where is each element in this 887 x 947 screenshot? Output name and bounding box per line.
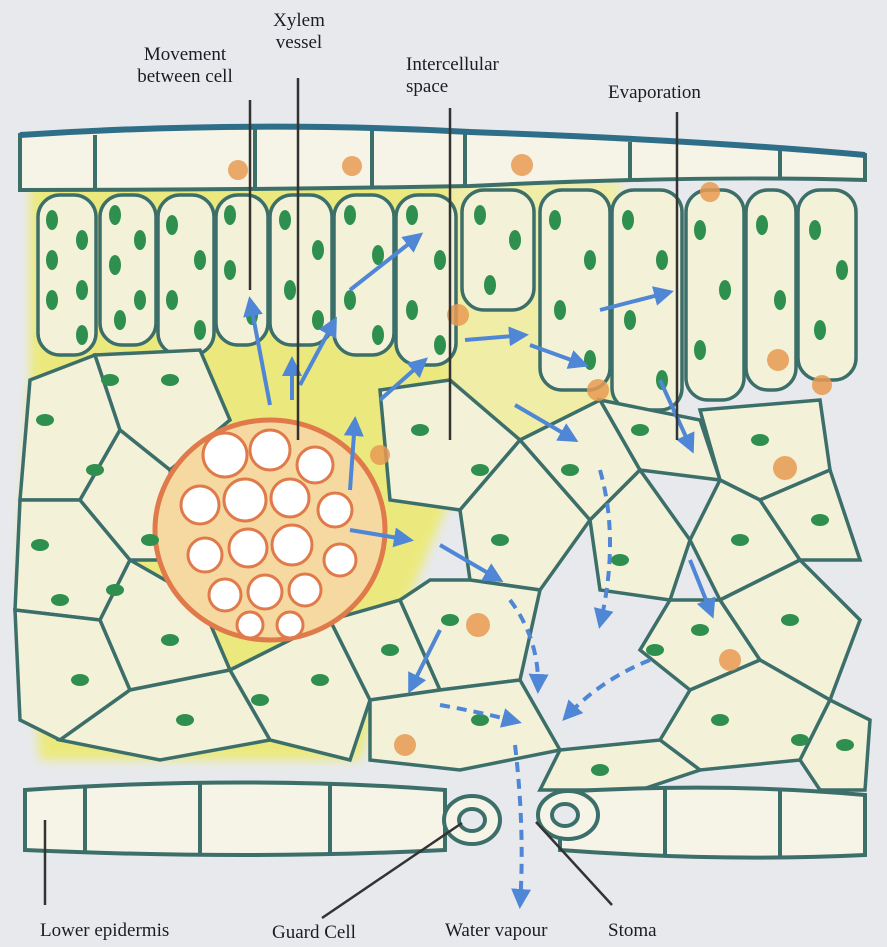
label-xylem-line1: Xylem (258, 10, 340, 32)
label-intercellular-line1: Intercellular (406, 54, 499, 76)
label-xylem-line2: vessel (258, 32, 340, 54)
label-movement-line1: Movement (110, 44, 260, 66)
label-intercellular-space: Intercellular space (406, 54, 499, 98)
label-movement-between-cell: Movement between cell (110, 44, 260, 88)
label-movement-line2: between cell (110, 66, 260, 88)
upper-epidermis (20, 127, 865, 190)
label-stoma: Stoma (608, 920, 657, 942)
label-xylem-vessel: Xylem vessel (258, 10, 340, 54)
label-guard-cell: Guard Cell (272, 922, 356, 944)
label-evaporation: Evaporation (608, 82, 701, 104)
label-intercellular-line2: space (406, 76, 499, 98)
label-lower-epidermis: Lower epidermis (40, 920, 169, 942)
label-water-vapour: Water vapour (445, 920, 547, 942)
spongy-mesophyll (15, 350, 870, 790)
